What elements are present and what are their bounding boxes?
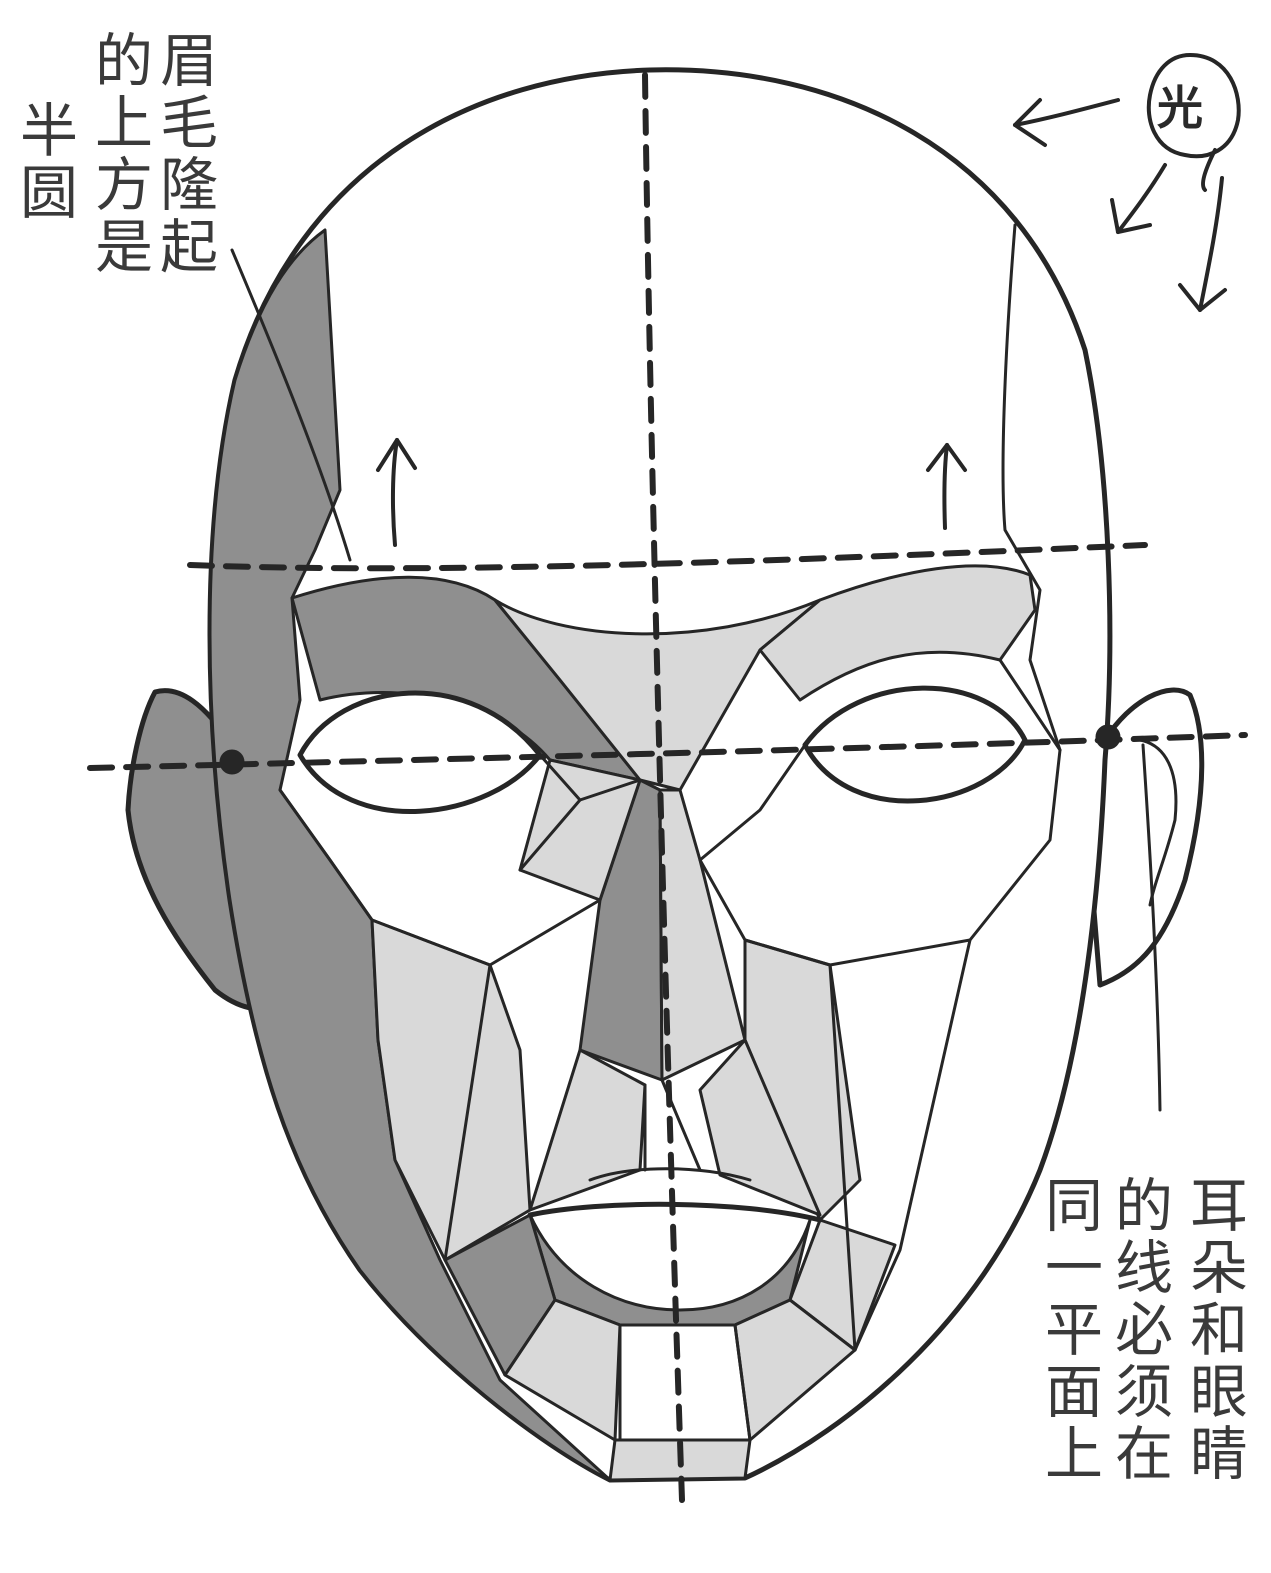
brow-annotation-col-1: 眉毛隆起: [155, 30, 213, 278]
light-ray-arrow-icon: [1015, 100, 1118, 145]
left-ear-dot: [222, 752, 242, 772]
right-ear-dot: [1098, 727, 1118, 747]
ear-annotation-col-1: 耳朵和眼睛: [1185, 1175, 1243, 1485]
light-ray-arrow-icon: [1180, 178, 1225, 310]
light-ray-arrow-icon: [1112, 165, 1165, 232]
brow-annotation-col-3: 半圆: [15, 100, 73, 224]
light-source-label: 光: [1157, 72, 1203, 138]
ear-annotation-col-3: 同一平面上: [1040, 1175, 1098, 1485]
brow-annotation-col-2: 的上方是: [90, 30, 148, 278]
ear-annotation-col-2: 的线必须在: [1110, 1175, 1168, 1485]
